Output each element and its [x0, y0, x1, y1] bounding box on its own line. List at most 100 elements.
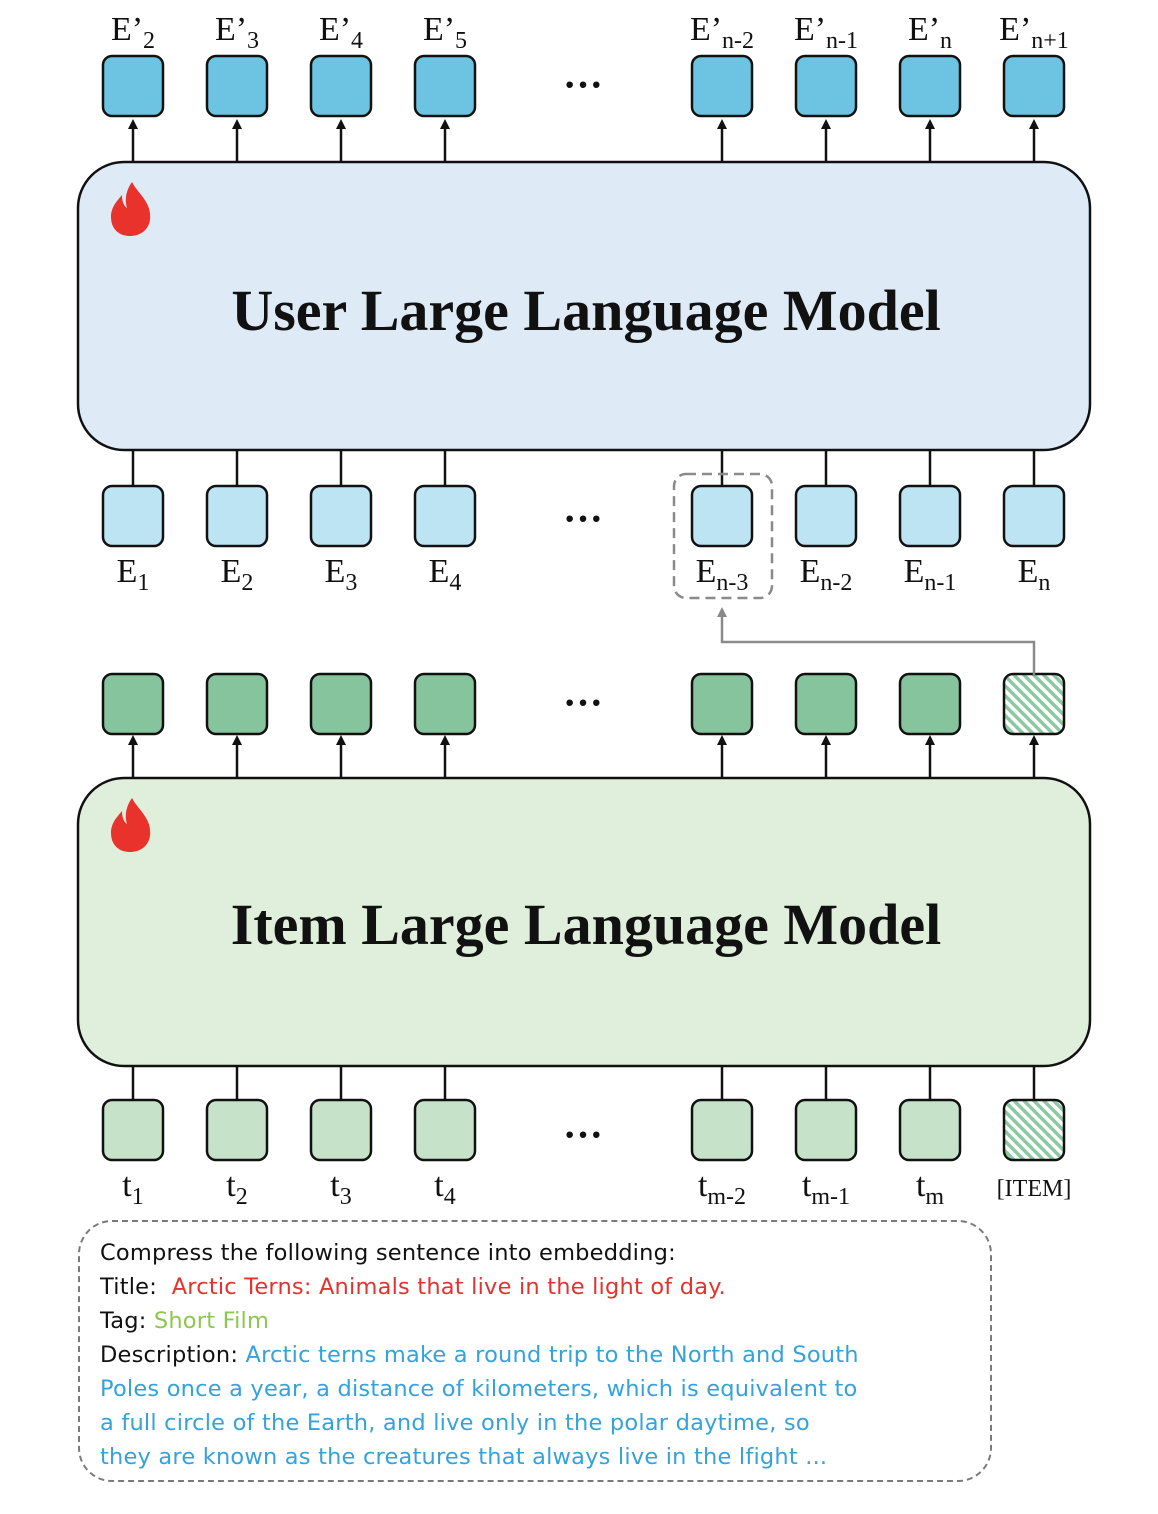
user-output-label-base: E’: [690, 11, 722, 48]
user-input-label-subscript: n-2: [820, 570, 852, 596]
user-input-label: En-3: [696, 553, 749, 596]
prompt-title-label: Title:: [100, 1274, 157, 1300]
item-input-label: t4: [434, 1167, 455, 1210]
user-output-token: [1002, 54, 1066, 118]
user-input-token: [1002, 484, 1066, 548]
item-output-token: [413, 672, 477, 736]
user-output-label: E’n+1: [999, 11, 1069, 54]
item-embedding-connector: [717, 607, 1036, 676]
user-output-label-base: E’: [423, 11, 455, 48]
user-input-label-subscript: n-3: [716, 570, 748, 596]
user-input-label-base: E: [1018, 553, 1039, 590]
item-input-token: [309, 1098, 373, 1162]
user-output-token: [413, 54, 477, 118]
user-input-label-base: E: [696, 553, 717, 590]
user-output-label: E’n-2: [690, 11, 754, 54]
item-special-token: [1002, 1098, 1066, 1162]
prompt-description-text: they are known as the creatures that alw…: [100, 1444, 828, 1470]
user-output-label-base: E’: [999, 11, 1031, 48]
user-input-label-base: E: [429, 553, 450, 590]
user-input-label-base: E: [221, 553, 242, 590]
user-input-label: E1: [117, 553, 150, 596]
item-input-token: [794, 1098, 858, 1162]
user-output-label-base: E’: [111, 11, 143, 48]
user-input-token: [898, 484, 962, 548]
item-embedding-token: [1002, 672, 1066, 736]
flame-icon: [111, 798, 151, 852]
item-output-token: [309, 672, 373, 736]
user-output-token: [794, 54, 858, 118]
item-output-token: [898, 672, 962, 736]
user-input-label-subscript: n: [1038, 570, 1050, 596]
item-input-label: t3: [330, 1167, 351, 1210]
item-input-label-base: t: [698, 1167, 708, 1204]
item-input-label-base: t: [916, 1167, 926, 1204]
user-output-token: [205, 54, 269, 118]
user-input-label-base: E: [325, 553, 346, 590]
user-input-label-subscript: 3: [345, 570, 357, 596]
prompt-title-value: Arctic Terns: Animals that live in the l…: [171, 1274, 726, 1300]
item-llm-label: Item Large Language Model: [231, 892, 941, 957]
user-output-label-subscript: 3: [247, 28, 259, 54]
user-input-label: En: [1018, 553, 1051, 596]
item-input-label-base: t: [330, 1167, 340, 1204]
user-output-label-base: E’: [908, 11, 940, 48]
user-output-label: E’5: [423, 11, 467, 54]
item-special-token-label-base: [ITEM]: [997, 1176, 1072, 1202]
item-input-token: [898, 1098, 962, 1162]
prompt-title-line: Title: Arctic Terns: Animals that live i…: [100, 1270, 976, 1304]
user-input-token: [794, 484, 858, 548]
user-input-token: [205, 484, 269, 548]
user-input-label-subscript: 4: [449, 570, 461, 596]
user-input-label: E2: [221, 553, 254, 596]
user-output-label: E’2: [111, 11, 155, 54]
user-input-label-base: E: [800, 553, 821, 590]
user-input-token: [309, 484, 373, 548]
prompt-text-box: Compress the following sentence into emb…: [78, 1220, 992, 1482]
user-output-label: E’n-1: [794, 11, 858, 54]
item-input-label-subscript: 4: [444, 1184, 456, 1210]
item-output-token: [101, 672, 165, 736]
user-output-label-subscript: n-2: [722, 28, 754, 54]
item-input-label: tm-2: [698, 1167, 746, 1210]
user-llm-box: [76, 160, 1092, 452]
prompt-description-line: Description: Arctic terns make a round t…: [100, 1338, 976, 1372]
item-input-label-base: t: [802, 1167, 812, 1204]
prompt-description-text: a full circle of the Earth, and live onl…: [100, 1410, 810, 1436]
user-output-label-base: E’: [215, 11, 247, 48]
item-input-label-subscript: m: [925, 1184, 944, 1210]
item-input-label-base: t: [122, 1167, 132, 1204]
user-output-token: [101, 54, 165, 118]
item-output-token: [205, 672, 269, 736]
user-input-label-base: E: [904, 553, 925, 590]
user-output-label: E’3: [215, 11, 259, 54]
item-input-label-subscript: m-1: [811, 1184, 850, 1210]
user-llm-label: User Large Language Model: [231, 278, 940, 343]
item-input-token: [413, 1098, 477, 1162]
item-special-token-label: [ITEM]: [997, 1176, 1072, 1202]
prompt-tag-line: Tag: Short Film: [100, 1304, 976, 1338]
item-output-token: [690, 672, 754, 736]
prompt-description-text: Poles once a year, a distance of kilomet…: [100, 1376, 858, 1402]
item-llm-block: Item Large Language Model: [76, 776, 1092, 1068]
item-input-label: tm: [916, 1167, 944, 1210]
item-input-label: tm-1: [802, 1167, 850, 1210]
item-output-token: [794, 672, 858, 736]
item-input-token: [101, 1098, 165, 1162]
prompt-description-label: Description:: [100, 1342, 239, 1368]
user-output-label-base: E’: [794, 11, 826, 48]
item-input-label-subscript: 2: [236, 1184, 248, 1210]
user-input-label: E3: [325, 553, 358, 596]
user-output-label-subscript: n+1: [1031, 28, 1069, 54]
item-input-label-subscript: 1: [132, 1184, 144, 1210]
user-input-token: [101, 484, 165, 548]
item-llm-box: [76, 776, 1092, 1068]
user-output-token: [690, 54, 754, 118]
prompt-tag-value: Short Film: [153, 1308, 270, 1334]
user-input-label-subscript: n-1: [924, 570, 956, 596]
user-output-token: [309, 54, 373, 118]
user-input-label: En-2: [800, 553, 853, 596]
